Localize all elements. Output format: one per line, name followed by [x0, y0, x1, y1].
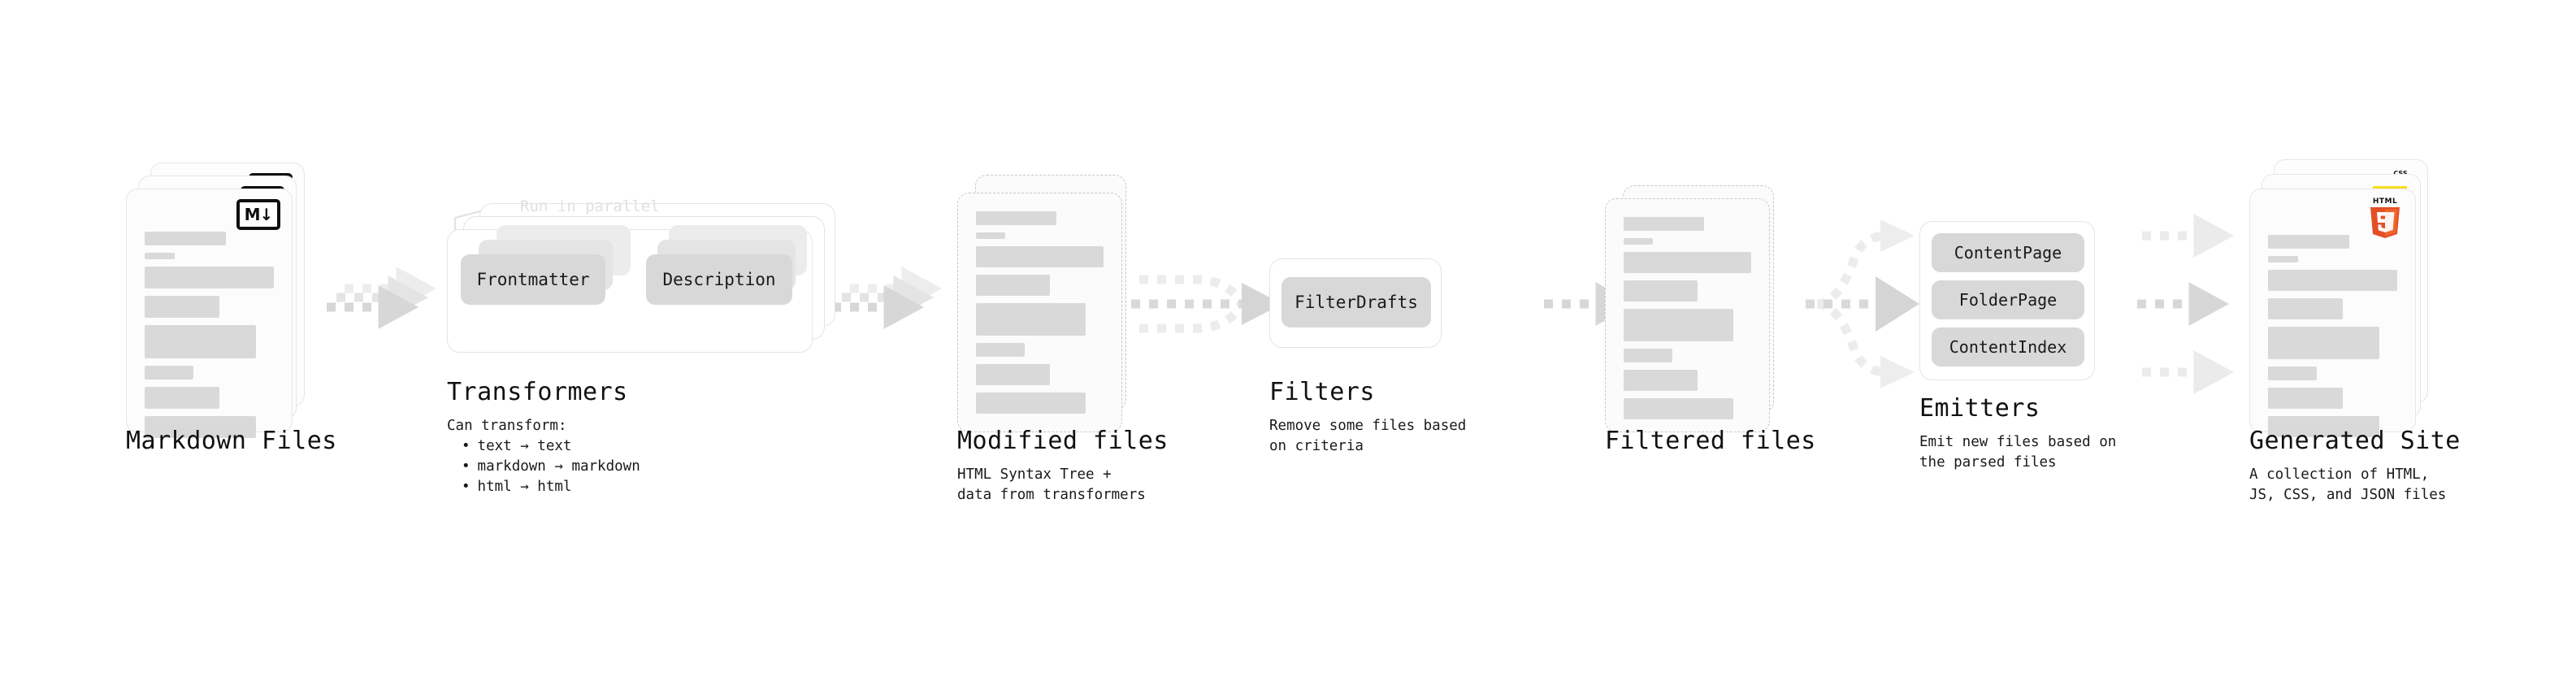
- filters-subtitle: Remove some files based on criteria: [1269, 418, 1467, 454]
- modified-files-subtitle: HTML Syntax Tree + data from transformer…: [957, 466, 1146, 503]
- markdown-file-card-front: M↓: [126, 189, 293, 438]
- skeleton-bar: [145, 253, 175, 259]
- file-skeleton-content: [1624, 217, 1751, 427]
- stage-generated-site: CSS HTML: [2249, 159, 2444, 444]
- stage-filtered-files: [1605, 185, 1792, 445]
- skeleton-bar: [145, 296, 220, 318]
- emitters-subtitle: Emit new files based on the parsed files: [1919, 434, 2117, 471]
- stage-markdown-files: M↓ M↓ M↓: [126, 163, 313, 439]
- connector-filtered-to-emitters: [1806, 219, 1919, 388]
- skeleton-bar: [976, 275, 1051, 296]
- stage-filters: FilterDrafts: [1269, 258, 1448, 356]
- run-in-parallel-label: Run in parallel: [520, 197, 660, 215]
- connector-modified-to-filters: [1131, 275, 1282, 333]
- skeleton-bar: [2268, 298, 2344, 319]
- skeleton-bar: [976, 232, 1006, 239]
- skeleton-bar: [1624, 238, 1654, 245]
- stage-modified-files: [957, 175, 1144, 443]
- skeleton-bar: [1624, 217, 1704, 231]
- skeleton-bar: [2268, 256, 2298, 262]
- label-emitters: Emitters: [1919, 394, 2040, 423]
- bullet-item: text → text: [462, 436, 640, 457]
- skeleton-bar: [1624, 309, 1734, 341]
- label-generated-site: Generated Site: [2249, 427, 2461, 455]
- skeleton-bar: [1624, 252, 1751, 273]
- skeleton-bar: [145, 387, 220, 409]
- bullet-item: markdown → markdown: [462, 457, 640, 477]
- transformers-bullet-list: text → text markdown → markdown html → h…: [447, 436, 640, 497]
- skeleton-bar: [2268, 416, 2379, 437]
- file-skeleton-content: [145, 232, 274, 445]
- skeleton-bar: [976, 364, 1051, 385]
- transformer-chip-description[interactable]: Description: [646, 254, 792, 305]
- connector-markdown-to-transformers: [327, 267, 436, 328]
- skeleton-bar: [976, 343, 1025, 357]
- transformer-group-front: Frontmatter Description: [447, 225, 813, 353]
- skeleton-bar: [145, 366, 194, 380]
- emitter-chip-contentindex[interactable]: ContentIndex: [1932, 327, 2084, 367]
- skeleton-bar: [2268, 367, 2318, 380]
- label-modified-files: Modified files: [957, 427, 1169, 455]
- stage-transformers: Frontmatter Description: [447, 203, 861, 366]
- transformer-chip-frontmatter[interactable]: Frontmatter: [461, 254, 605, 305]
- skeleton-bar: [1624, 280, 1698, 301]
- skeleton-bar: [976, 246, 1104, 267]
- skeleton-bar: [145, 232, 227, 245]
- label-markdown-files: Markdown Files: [126, 427, 337, 455]
- markdown-icon: M↓: [236, 199, 280, 230]
- filter-chip-filterdrafts[interactable]: FilterDrafts: [1281, 277, 1431, 327]
- label-transformers: Transformers: [447, 378, 628, 406]
- skeleton-bar: [145, 267, 274, 288]
- emitter-chip-folderpage[interactable]: FolderPage: [1932, 280, 2084, 319]
- skeleton-bar: [1624, 370, 1698, 391]
- skeleton-bar: [1624, 349, 1672, 362]
- emitter-chip-contentpage[interactable]: ContentPage: [1932, 233, 2084, 272]
- label-filters: Filters: [1269, 378, 1375, 406]
- filtered-file-card-front: [1605, 198, 1770, 432]
- stage-emitters: ContentPage FolderPage ContentIndex: [1919, 221, 2106, 392]
- skeleton-bar: [976, 303, 1086, 336]
- emitters-group: ContentPage FolderPage ContentIndex: [1919, 221, 2095, 380]
- skeleton-bar: [2268, 235, 2350, 249]
- connector-emitters-to-site: [2137, 215, 2233, 393]
- file-skeleton-content: [2268, 235, 2397, 445]
- bullet-item: html → html: [462, 477, 640, 497]
- generated-site-subtitle: A collection of HTML, JS, CSS, and JSON …: [2249, 466, 2447, 503]
- modified-file-card-front: [957, 193, 1122, 432]
- label-filtered-files: Filtered files: [1605, 427, 1816, 455]
- filters-group: FilterDrafts: [1269, 258, 1442, 348]
- skeleton-bar: [2268, 270, 2397, 291]
- html5-icon: HTML: [2366, 197, 2404, 240]
- transformers-subtitle: Can transform:: [447, 418, 567, 434]
- skeleton-bar: [1624, 398, 1734, 419]
- skeleton-bar: [976, 393, 1086, 414]
- skeleton-bar: [2268, 388, 2344, 409]
- skeleton-bar: [976, 211, 1056, 225]
- file-skeleton-content: [976, 211, 1104, 421]
- generated-file-card-html: HTML: [2249, 189, 2416, 437]
- skeleton-bar: [145, 325, 256, 358]
- skeleton-bar: [145, 416, 256, 438]
- skeleton-bar: [2268, 327, 2379, 359]
